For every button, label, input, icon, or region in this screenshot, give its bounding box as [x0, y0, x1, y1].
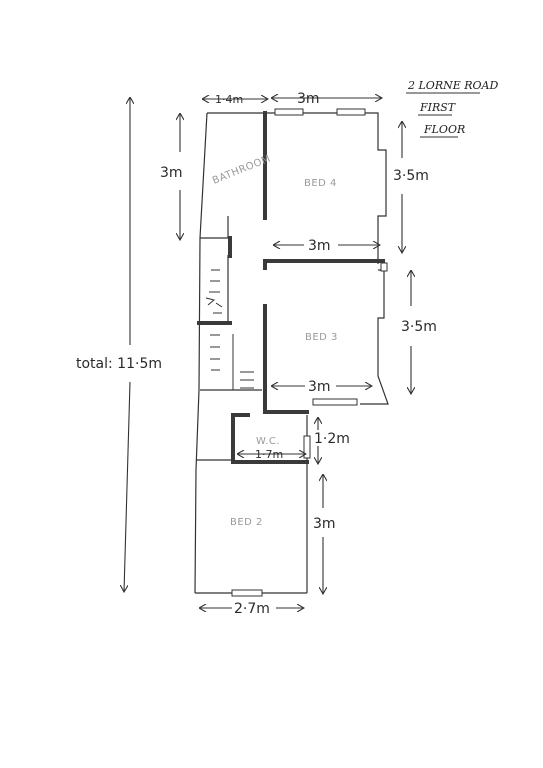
internal-walls: [197, 111, 385, 464]
dim-top-right: 3m: [297, 91, 320, 107]
room-wc: W.C.: [256, 436, 280, 447]
dim-bed4-height: 3·5m: [393, 168, 429, 184]
dim-wc-height: 1·2m: [314, 431, 350, 447]
outer-walls: [194, 112, 389, 594]
dim-top-left: 1·4m: [215, 93, 243, 106]
title-address: 2 LORNE ROAD: [407, 79, 498, 92]
dimension-arrows: [124, 98, 411, 608]
dim-bed3-width: 3m: [308, 379, 331, 395]
dim-bed2-height: 3m: [313, 516, 336, 532]
staircase: [205, 269, 254, 390]
dim-bathroom-height: 3m: [160, 165, 183, 181]
windows: [231, 108, 388, 597]
title-first: FIRST: [419, 101, 457, 114]
room-bed2: BED 2: [230, 517, 263, 528]
title-floor: FLOOR: [423, 123, 465, 136]
dim-bed2-width: 2·7m: [234, 601, 270, 617]
room-bed4: BED 4: [304, 178, 337, 189]
dim-bed4-width: 3m: [308, 238, 331, 254]
dim-total: total: 11·5m: [76, 356, 162, 372]
dim-wc-width: 1·7m: [255, 448, 283, 461]
room-bed3: BED 3: [305, 332, 338, 343]
dim-bed3-height: 3·5m: [401, 319, 437, 335]
title-block: 2 LORNE ROAD FIRST FLOOR: [406, 79, 498, 138]
